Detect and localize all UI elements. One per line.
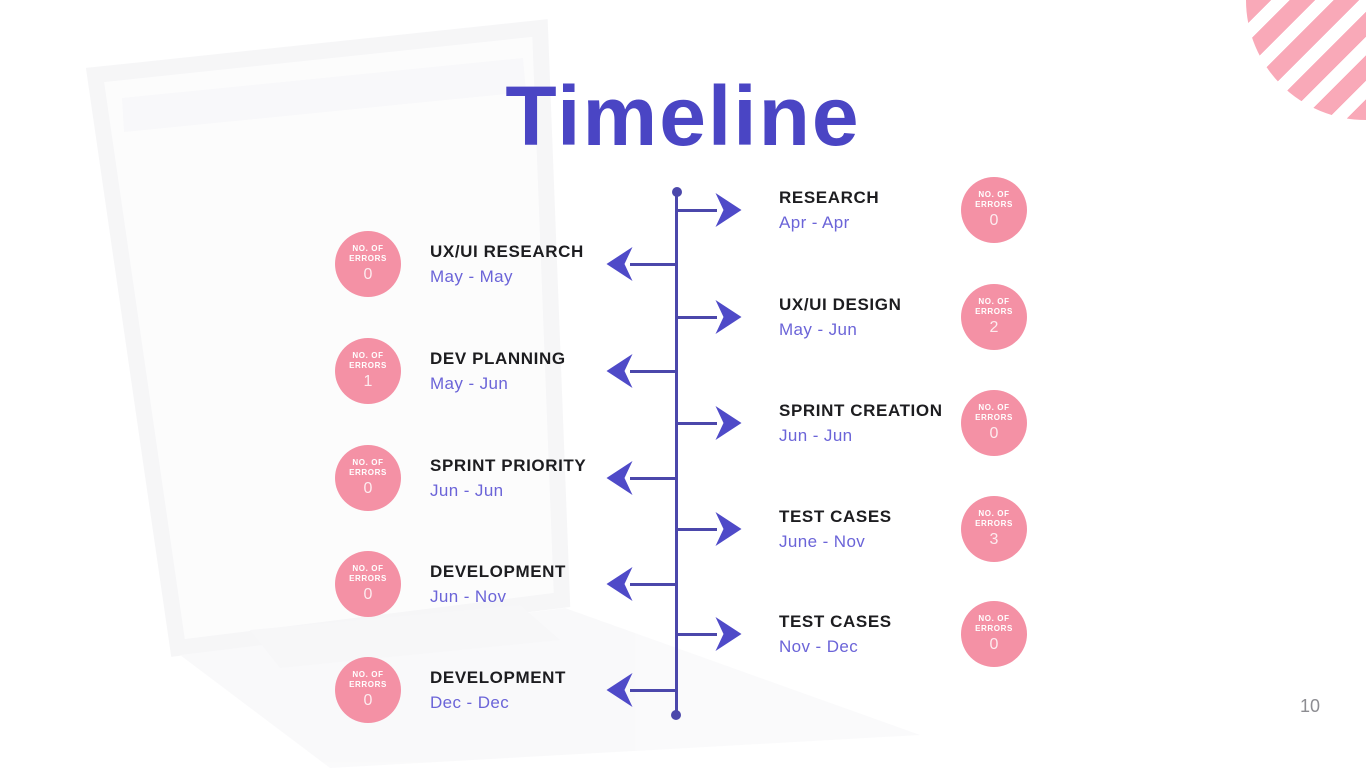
item-text: SPRINT CREATION Jun - Jun (779, 401, 943, 446)
item-dates: Jun - Nov (430, 587, 507, 606)
item-dates: Jun - Jun (779, 426, 853, 445)
arrow-left-icon (606, 247, 633, 281)
arrow-right-icon (715, 512, 742, 546)
branch-line (630, 689, 677, 692)
arrow-right-icon (715, 617, 742, 651)
item-text: DEVELOPMENT Dec - Dec (430, 668, 566, 713)
item-title: DEVELOPMENT (430, 668, 567, 687)
item-dates: May - Jun (779, 320, 858, 339)
badge-count: 0 (363, 480, 373, 498)
item-text: SPRINT PRIORITY Jun - Jun (430, 456, 586, 501)
badge-count: 0 (363, 692, 373, 710)
item-text: RESEARCH Apr - Apr (779, 188, 879, 233)
item-dates: Nov - Dec (779, 637, 859, 656)
item-title: DEVELOPMENT (430, 562, 567, 581)
item-title: SPRINT CREATION (779, 401, 943, 420)
arrow-right-icon (715, 300, 742, 334)
arrow-left-icon (606, 673, 633, 707)
item-text: TEST CASES Nov - Dec (779, 612, 892, 657)
item-text: UX/UI DESIGN May - Jun (779, 295, 901, 340)
badge-count: 0 (989, 636, 999, 654)
page-number: 10 (1299, 696, 1320, 716)
item-title: UX/UI DESIGN (779, 295, 902, 314)
branch-line (677, 528, 717, 531)
arrow-left-icon (606, 354, 633, 388)
item-text: TEST CASES June - Nov (779, 507, 892, 552)
item-text: UX/UI RESEARCH May - May (430, 242, 584, 287)
item-title: TEST CASES (779, 507, 892, 526)
item-dates: Jun - Jun (430, 481, 504, 500)
page-title: Timeline (505, 69, 861, 163)
item-text: DEV PLANNING May - Jun (430, 349, 566, 394)
timeline-end-dot (671, 710, 681, 720)
arrow-left-icon (606, 567, 633, 601)
branch-line (630, 477, 677, 480)
arrow-left-icon (606, 461, 633, 495)
badge-count: 0 (989, 212, 999, 230)
branch-line (677, 422, 717, 425)
branch-line (677, 209, 717, 212)
badge-count: 2 (989, 319, 999, 337)
badge-count: 3 (989, 531, 999, 549)
timeline-spine (675, 192, 678, 715)
arrow-right-icon (715, 406, 742, 440)
branch-line (677, 316, 717, 319)
branch-line (630, 370, 677, 373)
branch-line (630, 583, 677, 586)
item-title: UX/UI RESEARCH (430, 242, 584, 261)
item-dates: May - May (430, 267, 513, 286)
item-dates: May - Jun (430, 374, 509, 393)
badge-count: 0 (989, 425, 999, 443)
arrow-right-icon (715, 193, 742, 227)
branch-line (677, 633, 717, 636)
badge-count: 0 (363, 586, 373, 604)
timeline-start-dot (672, 187, 682, 197)
item-dates: Apr - Apr (779, 213, 850, 232)
badge-count: 0 (363, 266, 373, 284)
item-title: TEST CASES (779, 612, 892, 631)
item-title: RESEARCH (779, 188, 880, 207)
item-text: DEVELOPMENT Jun - Nov (430, 562, 566, 607)
branch-line (630, 263, 677, 266)
item-title: DEV PLANNING (430, 349, 566, 368)
item-dates: Dec - Dec (430, 693, 510, 712)
item-dates: June - Nov (779, 532, 866, 551)
badge-count: 1 (363, 373, 373, 391)
item-title: SPRINT PRIORITY (430, 456, 587, 475)
